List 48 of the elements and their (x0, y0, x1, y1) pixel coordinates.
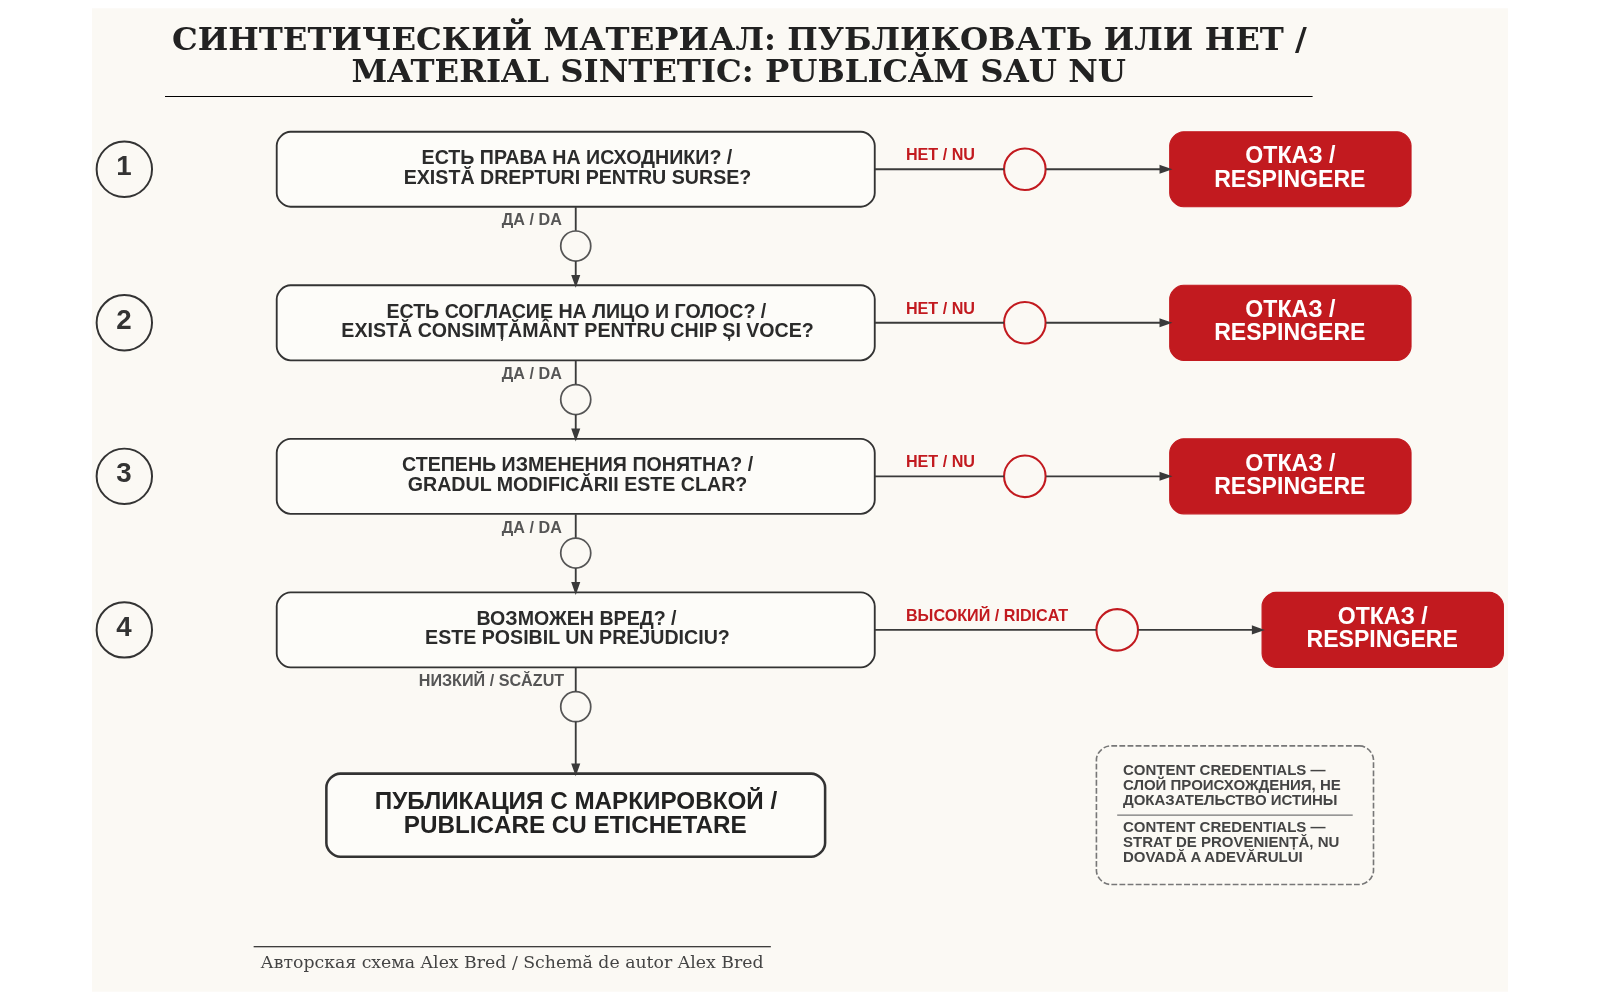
arrow (1137, 625, 1265, 635)
node-label: НИЗКИЙ / SCĂZUT (418, 671, 565, 690)
node-circle (559, 537, 592, 569)
edge-label: НЕТ / NU (905, 145, 976, 164)
arrow (571, 413, 581, 442)
node-label: ДА / DA (501, 210, 562, 229)
node-box: ОТКАЗ / RESPINGERE (1261, 591, 1504, 668)
arrow (1045, 318, 1173, 328)
node-circle (559, 690, 592, 723)
arrow (571, 260, 581, 288)
connector (574, 513, 577, 539)
edge-label: ВЫСОКИЙ / RIDICAT (905, 605, 1069, 624)
node-circle (559, 383, 592, 416)
node-circle: 2 (95, 294, 153, 352)
node-circle: 1 (95, 140, 153, 198)
node-box: СТЕПЕНЬ ИЗМЕНЕНИЯ ПОНЯТНА? / GRADUL MODIFICĂRII ESTE CLAR? (275, 437, 876, 515)
node-label: ДА / DA (501, 364, 562, 383)
node-circle (1003, 147, 1047, 192)
node-box: ОТКАЗ / RESPINGERE (1169, 131, 1412, 208)
node-box: ВОЗМОЖЕН ВРЕД? / ESTE POSIBIL UN PREJUDICIU? (275, 591, 876, 669)
node-circle (1003, 454, 1047, 499)
node-circle: 4 (95, 601, 153, 659)
connector (874, 321, 1005, 324)
connector (574, 206, 577, 232)
connector (574, 666, 577, 693)
diagram-title: СИНТЕТИЧЕСКИЙ МАТЕРИАЛ: ПУБЛИКОВАТЬ ИЛИ НЕТ / MATERIAL SINTETIC: PUBLICĂM SAU NU (171, 19, 1307, 90)
arrow (571, 720, 581, 777)
arrow (1045, 164, 1173, 174)
edge-label: НЕТ / NU (905, 298, 976, 317)
node-circle (1095, 608, 1139, 652)
node-box: CONTENT CREDENTIALS — СЛОЙ ПРОИСХОЖДЕНИЯ, НЕ ДОКАЗАТЕЛЬСТВО ИСТИНЫ CONTENT CREDENTIALS — STRAT DE PROVENIENȚĂ, NU DOVADĂ A ADEVĂRULUI (1095, 745, 1375, 886)
node-box: ЕСТЬ СОГЛАСИЕ НА ЛИЦО И ГОЛОС? / EXISTĂ CONSIMȚĂMÂNT PENTRU CHIP ȘI VOCE? (275, 284, 876, 362)
connector (874, 628, 1098, 631)
node-circle (1003, 300, 1047, 345)
connector (574, 359, 577, 386)
node-box: ПУБЛИКАЦИЯ С МАРКИРОВКОЙ / PUBLICARE CU ETICHETARE (325, 772, 827, 858)
edge-label: НЕТ / NU (905, 452, 976, 471)
arrow (1045, 471, 1173, 481)
node-circle (559, 230, 592, 262)
node-box: ОТКАЗ / RESPINGERE (1169, 438, 1412, 515)
node-circle: 3 (95, 447, 153, 506)
caption: Авторская схема Alex Bred / Schemă de autor Alex Bred (260, 951, 764, 972)
connector (874, 475, 1005, 478)
node-box: ОТКАЗ / RESPINGERE (1169, 284, 1412, 361)
node-label: ДА / DA (501, 517, 562, 536)
node-box: ЕСТЬ ПРАВА НА ИСХОДНИКИ? / EXISTĂ DREPTURI PENTRU SURSE? (275, 130, 876, 208)
arrow (571, 567, 581, 595)
connector (874, 168, 1005, 171)
